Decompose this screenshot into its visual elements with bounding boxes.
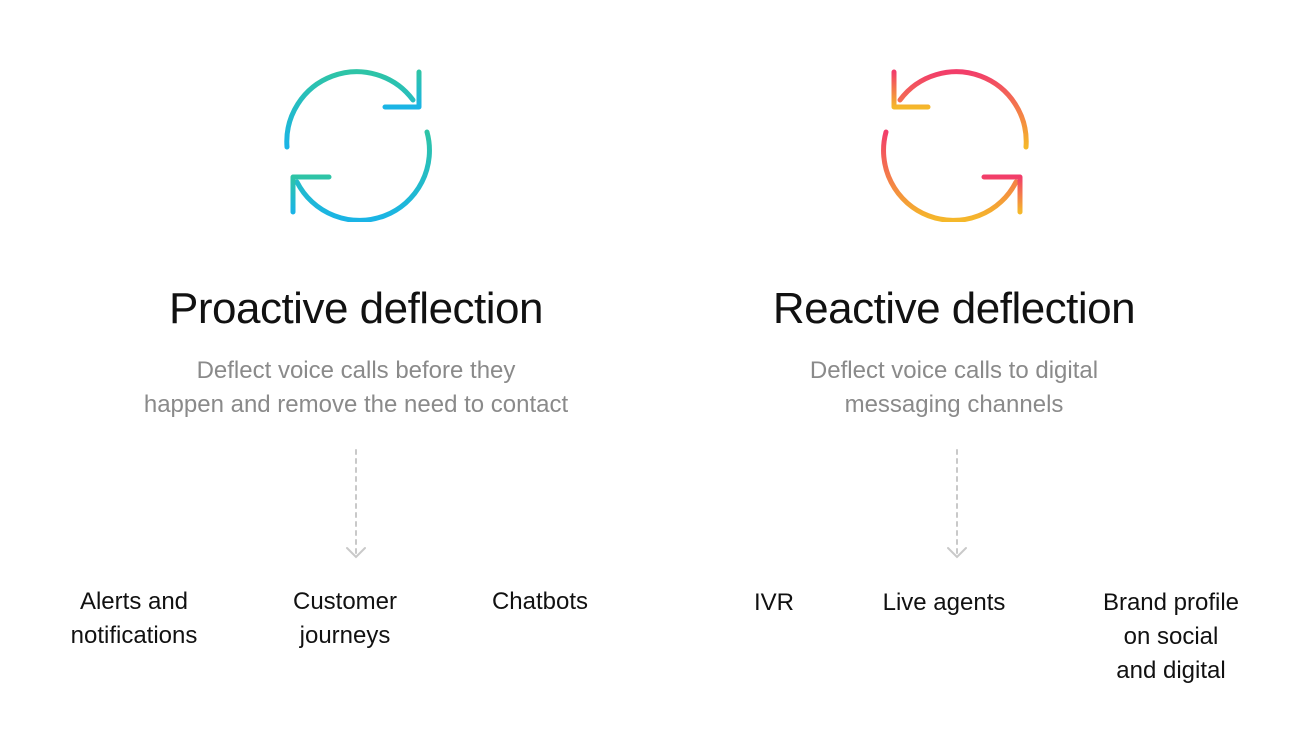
reactive-subtitle-line: messaging channels: [844, 391, 1064, 418]
item-live-agents: Live agents: [864, 586, 1024, 620]
item-label-line: Alerts and: [79, 588, 189, 615]
proactive-refresh-icon: [277, 62, 437, 222]
item-label-line: journeys: [299, 622, 391, 649]
item-label-line: Live agents: [882, 589, 1006, 616]
reactive-title: Reactive deflection: [772, 284, 1136, 333]
item-brand-profile: Brand profile on social and digital: [1084, 586, 1258, 688]
proactive-subtitle: Deflect voice calls before they happen a…: [56, 354, 656, 422]
proactive-subtitle-line: Deflect voice calls before they: [196, 357, 516, 384]
proactive-down-arrow-icon: [344, 446, 368, 566]
item-label-line: notifications: [70, 622, 198, 649]
reactive-subtitle-line: Deflect voice calls to digital: [809, 357, 1099, 384]
item-label-line: on social: [1123, 623, 1219, 650]
proactive-title: Proactive deflection: [169, 284, 544, 333]
item-ivr: IVR: [734, 586, 814, 620]
item-label-line: Brand profile: [1102, 589, 1240, 616]
reactive-refresh-icon: [876, 62, 1036, 222]
reactive-down-arrow-icon: [945, 446, 969, 566]
reactive-subtitle: Deflect voice calls to digital messaging…: [654, 354, 1254, 422]
item-label-line: IVR: [753, 589, 794, 616]
item-chatbots: Chatbots: [470, 585, 610, 619]
item-label-line: Customer: [292, 588, 398, 615]
item-label-line: Chatbots: [491, 588, 589, 615]
proactive-subtitle-line: happen and remove the need to contact: [143, 391, 569, 418]
item-customer-journeys: Customer journeys: [270, 585, 420, 653]
item-label-line: and digital: [1116, 657, 1226, 684]
item-alerts-and-notifications: Alerts and notifications: [54, 585, 214, 653]
